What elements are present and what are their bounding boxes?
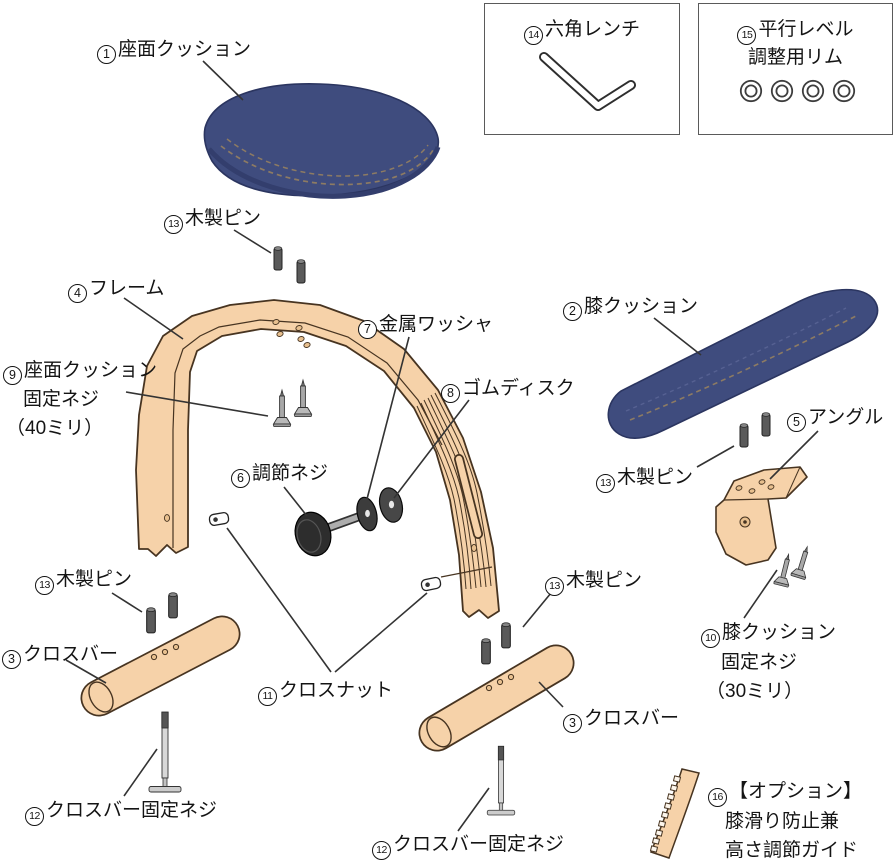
option-guide-strip [649,768,700,859]
hex-wrench-icon [539,51,636,111]
angle-bracket [715,466,808,566]
crossbar-screw-right [486,745,516,816]
frame-part [135,299,500,619]
circled-number-15: 15 [737,25,757,45]
seat-cushion-screws-40mm [273,379,312,428]
circled-number-14: 14 [523,25,543,45]
crossbar-right [418,644,575,752]
rubber-disc [378,487,404,523]
level-rim-text1: 平行レベル [758,19,854,40]
knee-cushion-screws-30mm [773,544,815,588]
knee-cushion [607,288,879,439]
leader-lines [65,60,819,832]
seat-cushion [203,83,441,199]
crossbar-screw-left [148,711,182,793]
level-rim-rings-icon [739,79,855,102]
level-rim-label-line2: 調整用リム [747,46,843,68]
crossbar-left [80,615,241,717]
metal-washer [356,496,378,532]
hex-wrench-text: 六角レンチ [544,19,640,40]
